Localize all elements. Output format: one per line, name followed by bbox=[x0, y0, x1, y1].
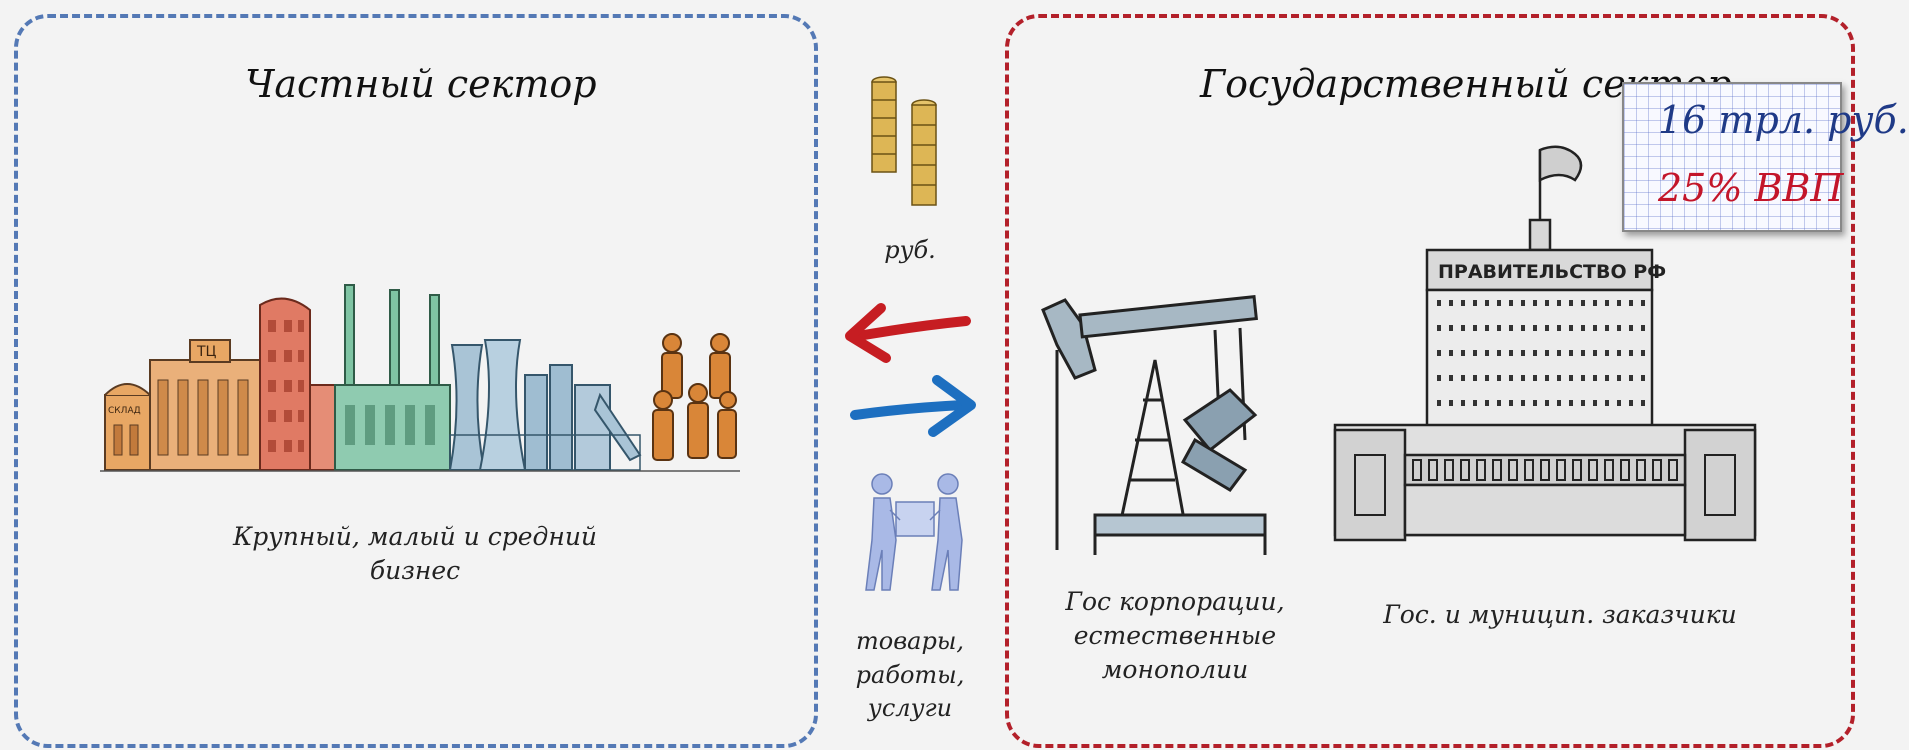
trade-center-icon: ТЦ bbox=[149, 339, 261, 471]
corporations-caption-line2: естественные монополии bbox=[1073, 620, 1277, 684]
factory-icon bbox=[448, 339, 642, 471]
office-tower-icon bbox=[259, 297, 336, 471]
private-sector-title: Частный сектор bbox=[245, 62, 597, 106]
power-plant-icon bbox=[334, 284, 451, 471]
state-sector-panel bbox=[1005, 14, 1855, 748]
industry-illustration: СКЛАД ТЦ bbox=[100, 284, 740, 472]
goods-flow-label: товары, работы, услуги bbox=[820, 625, 1000, 726]
building-sign: ПРАВИТЕЛЬСТВО РФ bbox=[1438, 261, 1666, 283]
private-sector-caption: Крупный, малый и средний бизнес bbox=[232, 522, 598, 585]
goods-flow-label-line1: товары, bbox=[855, 627, 965, 655]
budget-amount: 16 трл. руб. bbox=[1658, 98, 1909, 142]
private-sector-panel bbox=[14, 14, 818, 748]
warehouse-sign: СКЛАД bbox=[108, 406, 141, 416]
money-arrow-left-icon bbox=[845, 303, 971, 363]
goods-flow-label-line2: работы, услуги bbox=[855, 660, 965, 723]
budget-share: 25% ВВП bbox=[1658, 166, 1844, 210]
oil-pump-jack-icon bbox=[1041, 295, 1267, 555]
flag-icon bbox=[1538, 145, 1583, 183]
customers-caption: Гос. и муницип. заказчики bbox=[1383, 600, 1737, 629]
movers-carrying-box-icon bbox=[865, 473, 963, 591]
corporations-caption: Гос корпорации, естественные монополии bbox=[1030, 585, 1320, 686]
budget-note-card: 16 трл. руб. 25% ВВП bbox=[1622, 82, 1909, 232]
corporations-caption-line1: Гос корпорации, bbox=[1065, 587, 1285, 616]
goods-arrow-right-icon bbox=[850, 375, 976, 437]
warehouse-icon: СКЛАД bbox=[104, 383, 151, 471]
coins-icon bbox=[871, 76, 937, 206]
workers-icon bbox=[652, 333, 737, 461]
money-flow-label: руб. bbox=[884, 236, 936, 264]
government-building-icon: ПРАВИТЕЛЬСТВО РФ bbox=[1333, 145, 1757, 542]
factory-sign: ТЦ bbox=[196, 344, 217, 360]
